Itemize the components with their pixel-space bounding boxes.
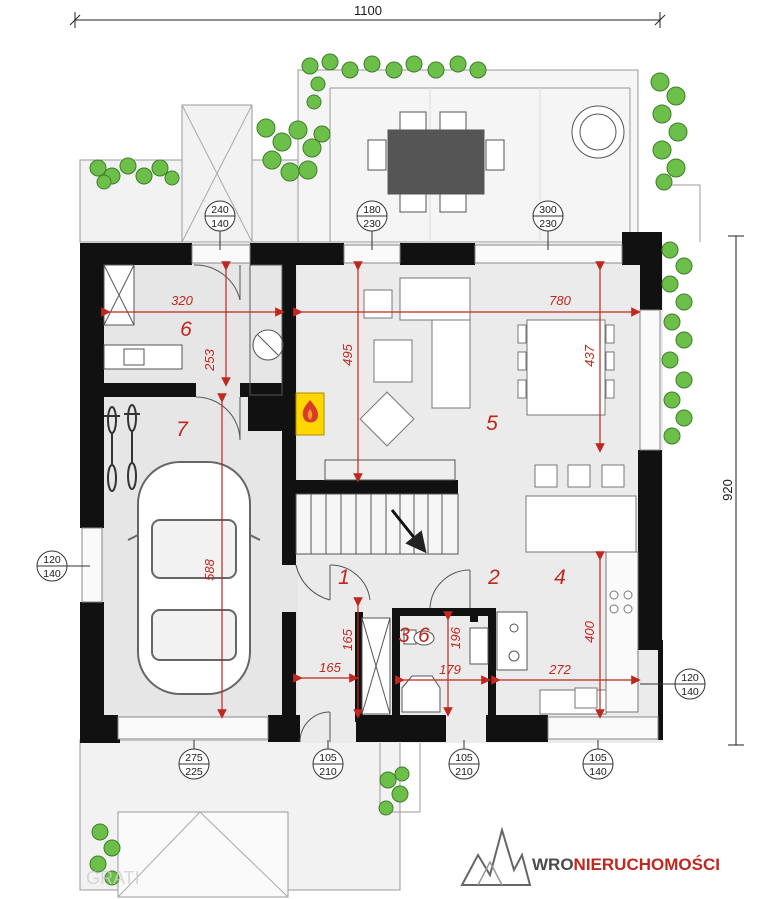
overall-height-label: 920 bbox=[720, 479, 735, 501]
dim-437: 437 bbox=[582, 344, 597, 366]
room-3-6-label: 6 bbox=[418, 624, 430, 647]
dim-253: 253 bbox=[202, 348, 217, 371]
dim-588: 588 bbox=[202, 558, 217, 580]
svg-text:140: 140 bbox=[211, 218, 229, 230]
logo-mark-icon bbox=[460, 826, 532, 886]
plants bbox=[89, 53, 693, 886]
dim-165-horizontal: 165 bbox=[319, 660, 341, 675]
window-label-105-210-a: 105 210 bbox=[312, 740, 344, 780]
bathroom-fixtures bbox=[361, 611, 528, 715]
svg-text:140: 140 bbox=[589, 766, 607, 778]
svg-text:225: 225 bbox=[185, 766, 203, 778]
room-6-label: 6 bbox=[180, 318, 192, 341]
dim-272: 272 bbox=[548, 662, 571, 677]
window-label-275-225: 275 225 bbox=[178, 740, 210, 780]
overall-width-label: 1100 bbox=[354, 3, 382, 18]
walls bbox=[80, 232, 663, 743]
svg-text:105: 105 bbox=[455, 752, 473, 764]
room-5-label: 5 bbox=[486, 412, 498, 435]
logo-text-part-2: NIERUCHOMOŚCI bbox=[574, 855, 720, 874]
overall-width-dimension: 1100 bbox=[69, 3, 666, 28]
svg-text:140: 140 bbox=[43, 568, 61, 580]
dim-165-vertical: 165 bbox=[340, 628, 355, 650]
svg-text:105: 105 bbox=[589, 752, 607, 764]
dim-179: 179 bbox=[439, 662, 461, 677]
windows bbox=[81, 244, 661, 740]
svg-text:230: 230 bbox=[363, 218, 381, 230]
svg-text:180: 180 bbox=[363, 204, 381, 216]
dim-320: 320 bbox=[171, 293, 193, 308]
doors bbox=[193, 264, 471, 743]
svg-text:210: 210 bbox=[455, 766, 473, 778]
svg-text:120: 120 bbox=[681, 672, 699, 684]
svg-text:240: 240 bbox=[211, 204, 229, 216]
company-logo: WRONIERUCHOMOŚCI bbox=[460, 826, 720, 886]
window-label-105-140: 105 140 bbox=[582, 740, 614, 780]
dim-780: 780 bbox=[549, 293, 571, 308]
svg-text:120: 120 bbox=[43, 554, 61, 566]
svg-text:230: 230 bbox=[539, 218, 557, 230]
svg-text:275: 275 bbox=[185, 752, 203, 764]
utility-furniture bbox=[103, 264, 284, 396]
car-icon bbox=[127, 461, 261, 695]
dim-196: 196 bbox=[448, 626, 463, 648]
window-label-120-140-right: 120 140 bbox=[640, 668, 706, 700]
window-label-300-230: 300 230 bbox=[532, 200, 564, 250]
window-label-240-140: 240 140 bbox=[204, 200, 236, 250]
internal-dimensions bbox=[101, 261, 641, 719]
logo-text-part-1: WRO bbox=[532, 855, 574, 874]
staircase bbox=[295, 459, 459, 555]
bicycle-icon bbox=[104, 404, 140, 492]
room-1-label: 1 bbox=[338, 566, 350, 589]
dim-400: 400 bbox=[582, 620, 597, 642]
window-label-180-230: 180 230 bbox=[356, 200, 388, 250]
svg-text:210: 210 bbox=[319, 766, 337, 778]
room-3-label: 3 bbox=[398, 624, 410, 647]
svg-text:140: 140 bbox=[681, 686, 699, 698]
logo-text: WRONIERUCHOMOŚCI bbox=[532, 855, 720, 874]
window-label-105-210-b: 105 210 bbox=[448, 740, 480, 780]
svg-text:300: 300 bbox=[539, 204, 557, 216]
room-4-label: 4 bbox=[554, 566, 566, 589]
overall-height-dimension: 920 bbox=[720, 235, 744, 746]
watermark: GRATI bbox=[86, 868, 140, 888]
fire-icon bbox=[295, 392, 325, 436]
window-label-120-140-left: 120 140 bbox=[36, 550, 90, 582]
terrace-furniture bbox=[367, 105, 625, 213]
dim-495: 495 bbox=[340, 343, 355, 365]
living-furniture bbox=[359, 277, 639, 715]
room-2-label: 2 bbox=[487, 566, 500, 589]
svg-text:105: 105 bbox=[319, 752, 337, 764]
room-7-label: 7 bbox=[176, 418, 189, 441]
